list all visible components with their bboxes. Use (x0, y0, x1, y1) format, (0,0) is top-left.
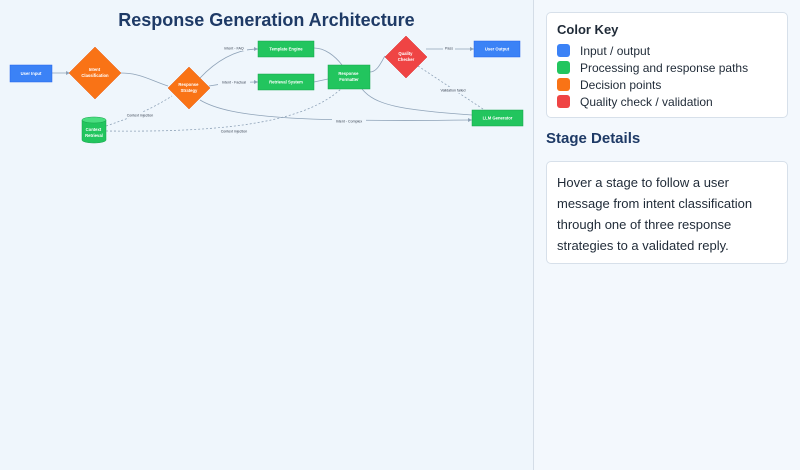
stage-details-text: Hover a stage to follow a user message f… (557, 175, 753, 253)
legend-item-decision: Decision points (557, 76, 777, 93)
edge-label-factual: Intent - Factual (222, 81, 246, 85)
svg-text:Retrieval System: Retrieval System (269, 80, 303, 85)
edge-context-formatter (105, 87, 343, 132)
node-template-engine[interactable]: Template Engine (257, 40, 315, 58)
node-user-input[interactable]: User Input (9, 64, 53, 83)
svg-text:User Output: User Output (485, 47, 510, 52)
edge-formatter-llm (361, 88, 473, 116)
edge-strategy-llm (199, 99, 473, 121)
diagram-title: Response Generation Architecture (118, 10, 415, 30)
node-retrieval-system[interactable]: Retrieval System (257, 73, 315, 91)
edge-label-pass: Pass (445, 47, 453, 51)
legend-swatch-red (557, 95, 570, 108)
node-context-retrieval[interactable]: Context Retrieval (81, 116, 107, 144)
edge-label-validation-failed: Validation failed (440, 89, 465, 93)
edge-label-injection-formatter: Context injection (221, 130, 248, 134)
legend-label: Processing and response paths (580, 60, 749, 75)
color-key-card: Color Key Input / output Processing and … (546, 12, 788, 118)
edge-formatter-quality (369, 55, 386, 73)
side-panel: Color Key Input / output Processing and … (534, 0, 800, 470)
edge-context-strategy (105, 95, 173, 127)
stage-details-heading: Stage Details (546, 130, 641, 147)
svg-text:Intent Classification: Intent Classification (81, 67, 109, 78)
architecture-diagram: Intent - FAQ Intent - Factual Intent - C… (9, 35, 524, 144)
node-intent-classification[interactable]: Intent Classification (68, 46, 122, 100)
node-quality-checker[interactable]: Quality Checker (384, 35, 428, 79)
svg-text:Response Strategy: Response Strategy (178, 82, 199, 93)
legend-item-io: Input / output (557, 42, 777, 59)
svg-text:Template Engine: Template Engine (269, 47, 303, 52)
svg-text:User Input: User Input (21, 71, 42, 76)
edge-strategy-template (199, 48, 259, 79)
arrowhead (254, 47, 258, 51)
node-llm-generator[interactable]: LLM Generator (471, 109, 524, 127)
diagram-canvas: Response Generation Architecture (9, 10, 524, 144)
legend-label: Decision points (580, 77, 662, 92)
node-response-strategy[interactable]: Response Strategy (167, 66, 211, 110)
legend-label: Quality check / validation (580, 94, 713, 109)
arrowhead (66, 71, 70, 75)
edge-label-injection-strategy: Context injection (127, 114, 154, 118)
arrowhead (470, 47, 474, 51)
edge-retrieval-formatter (313, 78, 329, 83)
edge-label-faq: Intent - FAQ (224, 47, 244, 51)
legend-swatch-orange (557, 78, 570, 91)
arrowhead (468, 118, 472, 122)
legend-label: Input / output (580, 43, 651, 58)
color-key-title: Color Key (557, 22, 619, 37)
stage-details-card: Hover a stage to follow a user message f… (546, 161, 788, 264)
panel-divider (533, 0, 534, 470)
node-response-formatter[interactable]: Response Formatter (327, 64, 371, 90)
legend-item-quality: Quality check / validation (557, 93, 777, 110)
legend-item-process: Processing and response paths (557, 59, 777, 76)
edge-intent-strategy (120, 72, 169, 87)
svg-text:Response Formatter: Response Formatter (338, 71, 359, 82)
legend-swatch-green (557, 61, 570, 74)
edge-template-formatter (313, 47, 343, 66)
legend-swatch-blue (557, 44, 570, 57)
svg-text:LLM Generator: LLM Generator (483, 116, 513, 121)
svg-text:Quality Checker: Quality Checker (398, 51, 415, 62)
arrowhead (254, 80, 258, 84)
svg-text:Context Retrieval: Context Retrieval (85, 127, 103, 138)
edge-label-complex: Intent - Complex (336, 120, 363, 124)
node-user-output[interactable]: User Output (473, 40, 521, 58)
